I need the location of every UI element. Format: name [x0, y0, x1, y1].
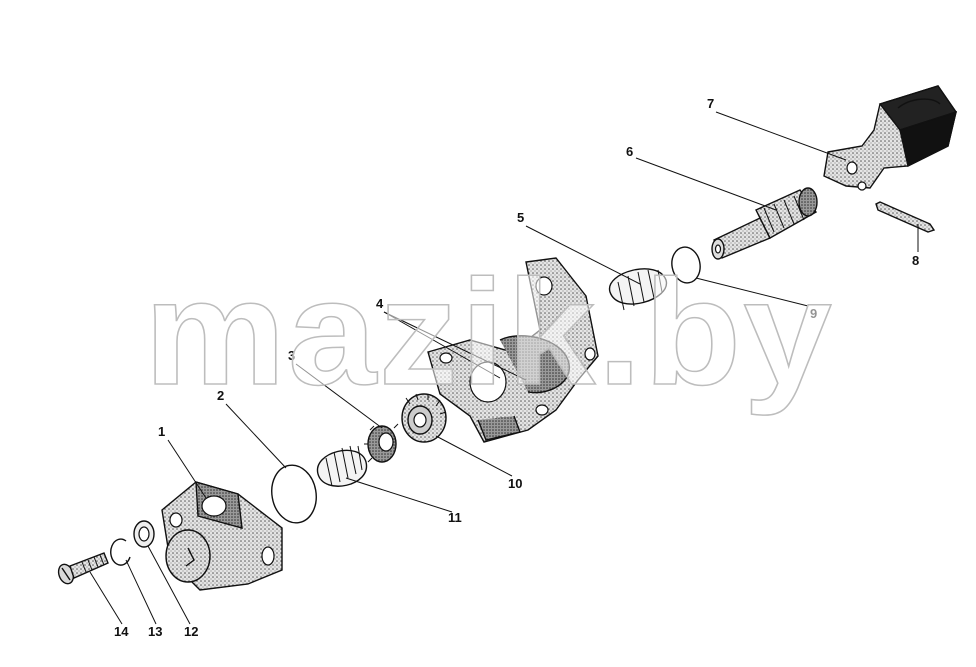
- leader-7: [715, 111, 847, 161]
- callout-11: 11: [448, 510, 462, 525]
- part-5-spring: [609, 268, 667, 311]
- part-14-screw: [57, 552, 109, 585]
- callout-10: 10: [508, 476, 522, 491]
- leader-6: [635, 157, 777, 211]
- part-13-snap-ring: [110, 538, 131, 566]
- callout-14: 14: [114, 624, 129, 639]
- callout-8: 8: [912, 253, 919, 268]
- leader-11: [345, 477, 453, 513]
- leader-1: [167, 439, 207, 499]
- leader-12: [147, 545, 191, 625]
- leader-2: [225, 403, 287, 469]
- part-11-spring: [317, 445, 367, 487]
- callout-12: 12: [184, 624, 198, 639]
- callout-2: 2: [217, 388, 224, 403]
- leader-5: [525, 225, 641, 285]
- leader-14: [89, 571, 123, 625]
- callout-3: 3: [288, 348, 295, 363]
- callout-4: 4: [376, 296, 384, 311]
- part-4-main-body: [427, 257, 599, 443]
- callout-9: 9: [810, 306, 817, 321]
- callout-labels: 1 2 3 4 5 6 7 8 9 10 11 12 13 14: [114, 96, 919, 639]
- callout-1: 1: [158, 424, 165, 439]
- callout-13: 13: [148, 624, 162, 639]
- leader-9: [695, 277, 809, 307]
- part-3-bushing: [364, 423, 399, 463]
- leader-3: [295, 363, 383, 429]
- leader-13: [125, 559, 157, 625]
- part-2-o-ring: [271, 464, 317, 524]
- part-7-lever: [823, 85, 958, 191]
- watermark-text: mazik.by: [144, 248, 834, 416]
- part-1-housing: [161, 481, 283, 591]
- part-6-shaft: [711, 187, 818, 260]
- callout-5: 5: [517, 210, 524, 225]
- callout-6: 6: [626, 144, 633, 159]
- part-10-gear: [401, 393, 447, 443]
- callout-7: 7: [707, 96, 714, 111]
- part-9-o-ring: [671, 246, 701, 284]
- leader-4a: [383, 311, 501, 379]
- leader-lines: [89, 111, 919, 625]
- part-12-washer: [133, 520, 155, 548]
- part-8-pin: [875, 201, 936, 233]
- leader-4b: [383, 311, 527, 381]
- leader-10: [435, 435, 513, 477]
